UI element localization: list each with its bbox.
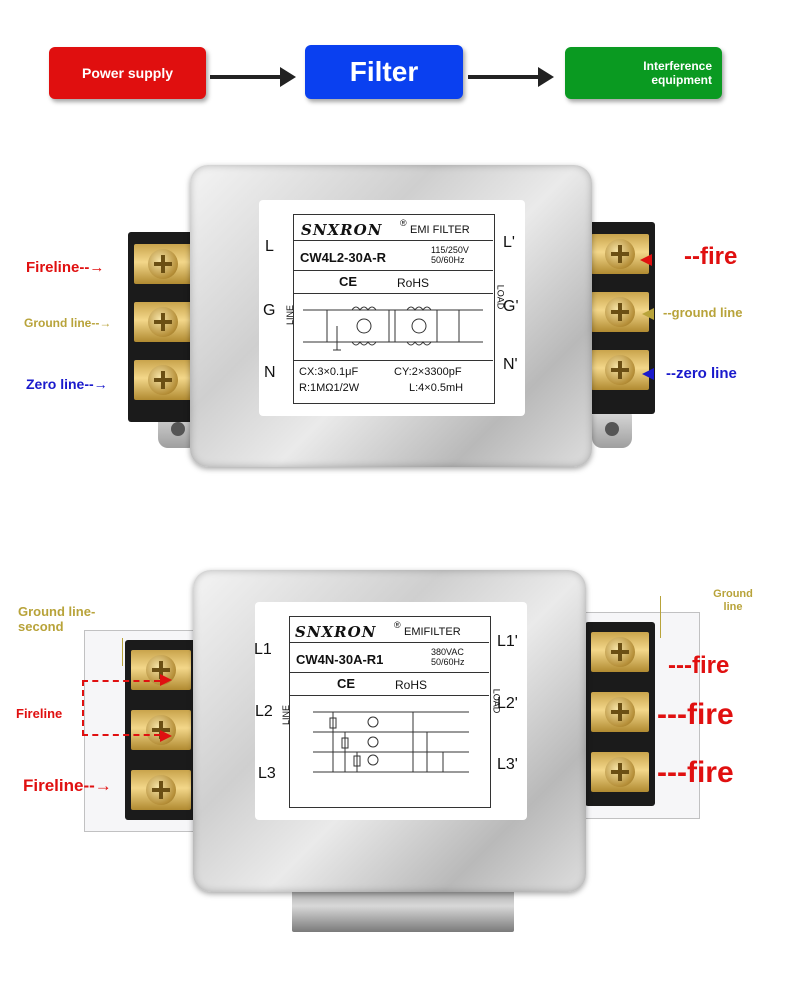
- pin-l: L: [265, 238, 274, 255]
- circuit-schematic: [303, 306, 483, 351]
- fireline-annotation: Fireline--→: [26, 259, 105, 276]
- arrow-left-icon: [642, 308, 654, 320]
- filter-1-label: SNXRON ® EMI FILTER CW4L2-30A-R 115/250V…: [259, 200, 525, 416]
- voltage: 380VAC: [431, 647, 464, 657]
- flow-arrow-2: [468, 67, 554, 87]
- filter-label: Filter: [349, 56, 419, 87]
- ground-arrow-line: [122, 638, 123, 666]
- arrow-right-icon: [160, 730, 172, 742]
- ground-right-arrow-line: [660, 596, 661, 638]
- ground-line-right-annotation: Ground line: [713, 588, 753, 613]
- filter-2-label: SNXRON ® EMIFILTER CW4N-30A-R1 380VAC 50…: [255, 602, 527, 820]
- screw-icon: [605, 297, 635, 327]
- pin-n-prime: N': [503, 356, 518, 373]
- interference-equipment-label: Interference equipment: [643, 59, 712, 87]
- fireline-bottom-annotation: Fireline--→: [23, 776, 112, 795]
- zero-line-right-annotation: --zero line: [666, 365, 737, 382]
- screw-icon: [605, 355, 635, 385]
- frequency: 50/60Hz: [431, 255, 465, 265]
- screw-icon: [148, 249, 178, 279]
- brand-logo: SNXRON: [295, 623, 377, 641]
- fire-annotation: --fire: [684, 243, 738, 270]
- arrow-right-icon: [160, 674, 172, 686]
- spec-l: L:4×0.5mH: [409, 382, 464, 394]
- terminal-block-right: [585, 622, 655, 806]
- screw-icon: [605, 697, 635, 727]
- filter-type: EMI FILTER: [410, 224, 470, 236]
- line-side: LINE: [285, 304, 296, 326]
- rohs-mark: RoHS: [397, 276, 430, 290]
- interference-equipment-box: Interference equipment: [565, 47, 722, 99]
- spec-cx: CX:3×0.1μF: [299, 366, 359, 378]
- arrow-left-icon: [642, 368, 654, 380]
- pin-l1-prime: L1': [497, 633, 518, 650]
- pin-n: N: [264, 364, 276, 381]
- fire-3-annotation: ---fire: [657, 756, 734, 789]
- pin-l3-prime: L3': [497, 756, 518, 773]
- screw-icon: [148, 365, 178, 395]
- fireline-bracket: [82, 680, 160, 736]
- screw-icon: [605, 757, 635, 787]
- filter-box: Filter: [305, 45, 463, 99]
- ce-mark: CE: [339, 274, 358, 289]
- screw-icon: [605, 239, 635, 269]
- frequency: 50/60Hz: [431, 657, 465, 667]
- filter-type: EMIFILTER: [404, 626, 461, 638]
- zero-line-annotation: Zero line--→: [26, 376, 108, 392]
- mount-tab-right: [592, 412, 632, 448]
- fire-2-annotation: ---fire: [657, 698, 734, 731]
- voltage: 115/250V: [431, 245, 469, 255]
- ground-line-annotation: Ground line--→: [24, 316, 112, 330]
- model-number: CW4N-30A-R1: [296, 652, 384, 667]
- pin-g-prime: G': [503, 298, 519, 315]
- circuit-schematic: [313, 711, 469, 773]
- spec-cy: CY:2×3300pF: [394, 366, 462, 378]
- brand-logo: SNXRON: [301, 221, 383, 239]
- screw-icon: [148, 307, 178, 337]
- arrow-left-icon: [640, 254, 652, 266]
- pin-l2: L2: [255, 703, 273, 720]
- rohs-mark: RoHS: [395, 678, 428, 692]
- pin-l1: L1: [254, 641, 272, 658]
- pin-l3: L3: [258, 765, 276, 782]
- ground-line-second-annotation: Ground line-second: [18, 604, 96, 634]
- fireline-mid-annotation: Fireline: [16, 706, 63, 721]
- fire-1-annotation: ---fire: [668, 652, 730, 679]
- flow-arrow-1: [210, 67, 296, 87]
- line-side: LINE: [281, 704, 292, 726]
- power-supply-box: Power supply: [49, 47, 206, 99]
- pin-l-prime: L': [503, 234, 515, 251]
- terminal-block-left: [128, 232, 198, 422]
- screw-icon: [146, 775, 176, 805]
- pin-g: G: [263, 302, 276, 319]
- screw-icon: [605, 637, 635, 667]
- power-supply-label: Power supply: [81, 65, 174, 81]
- pin-l2-prime: L2': [497, 695, 518, 712]
- ce-mark: CE: [337, 676, 356, 691]
- ground-line-right-annotation: --ground line: [663, 305, 743, 320]
- spec-r: R:1MΩ1/2W: [299, 382, 360, 394]
- model-number: CW4L2-30A-R: [300, 250, 386, 265]
